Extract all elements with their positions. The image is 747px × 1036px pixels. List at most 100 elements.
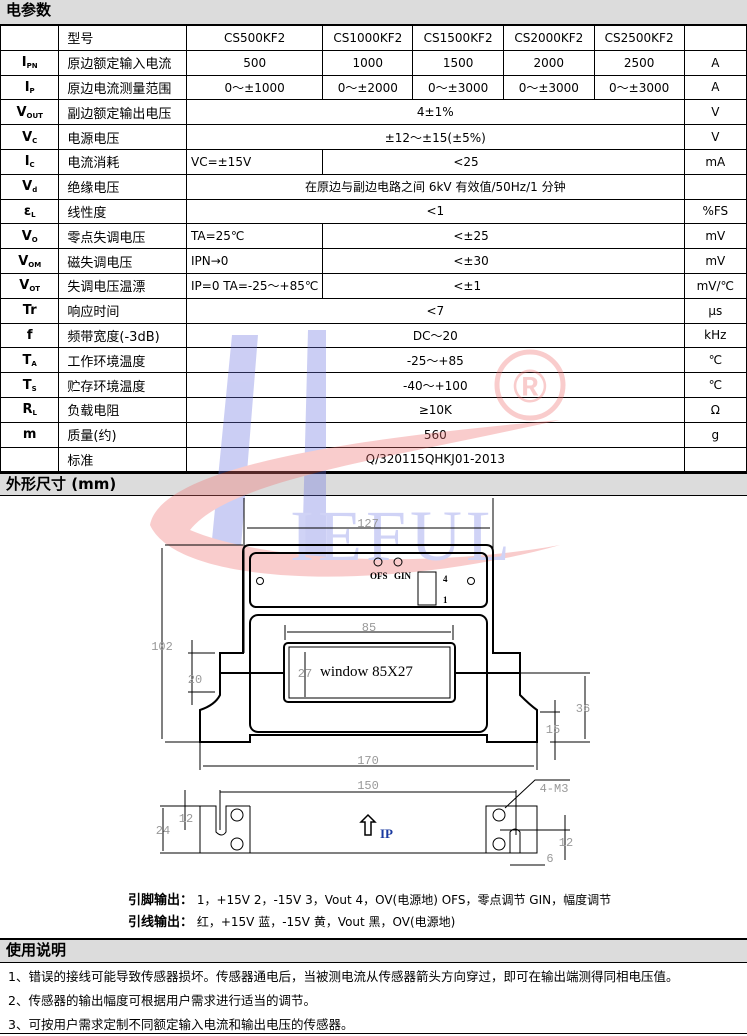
param-value: 0～±2000	[322, 74, 414, 101]
usage-note-2: 2、传感器的输出幅度可根据用户需求进行适当的调节。	[8, 993, 316, 1008]
symbol: TS	[0, 372, 60, 398]
svg-text:window 85X27: window 85X27	[320, 664, 413, 680]
param-condition: TA=25℃	[185, 223, 324, 250]
param-value: 2000	[502, 49, 595, 76]
svg-text:24: 24	[156, 824, 170, 838]
model-name: CS1000KF2	[322, 25, 414, 51]
param-name: 零点失调电压	[58, 223, 187, 250]
param-value: 在原边与副边电路之间 6kV 有效值/50Hz/1 分钟	[185, 173, 685, 200]
symbol: TA	[0, 347, 60, 374]
model-name: CS2000KF2	[502, 25, 595, 51]
svg-text:12: 12	[179, 812, 193, 826]
svg-text:170: 170	[357, 754, 379, 768]
pin-output: 引脚输出： 1，+15V 2，-15V 3，Vout 4，OV(电源地) OFS…	[128, 893, 612, 908]
section-header-dimensions: 外形尺寸 (mm)	[0, 472, 747, 496]
symbol: IC	[0, 148, 60, 175]
param-value: 1500	[412, 49, 504, 76]
param-value: 1000	[322, 49, 414, 76]
param-name: 响应时间	[58, 297, 187, 324]
svg-text:36: 36	[576, 702, 590, 716]
param-unit	[683, 446, 747, 473]
section-header-params: 电参数	[0, 0, 747, 25]
param-unit: μs	[683, 297, 747, 324]
svg-text:27: 27	[298, 667, 312, 681]
param-value: 500	[185, 49, 324, 76]
svg-text:85: 85	[362, 621, 376, 635]
section-header-usage: 使用说明	[0, 938, 747, 963]
param-value: DC～20	[185, 322, 685, 349]
param-name: 绝缘电压	[58, 173, 187, 200]
param-name: 原边电流测量范围	[58, 74, 187, 101]
param-name: 标准	[58, 446, 187, 473]
param-condition: VC=±15V	[185, 148, 324, 175]
usage-note-1: 1、错误的接线可能导致传感器损坏。传感器通电后，当被测电流从传感器箭头方向穿过，…	[8, 969, 679, 984]
param-value: ≥10K	[185, 396, 685, 423]
param-unit	[683, 173, 747, 200]
dimension-drawing: 127 85 102 20 27 36 15 170 150 4-M3 24 1…	[151, 498, 590, 866]
svg-text:IP: IP	[380, 826, 393, 841]
svg-text:GIN: GIN	[394, 571, 412, 581]
symbol: Tr	[0, 297, 60, 324]
param-value: <1	[185, 198, 685, 225]
param-name: 磁失调电压	[58, 248, 187, 274]
bottom-rule	[0, 1033, 747, 1034]
model-name: CS2500KF2	[593, 25, 685, 51]
svg-text:4-M3: 4-M3	[540, 782, 569, 796]
svg-text:4: 4	[443, 574, 448, 584]
symbol: VO	[0, 223, 60, 250]
param-name: 频带宽度(-3dB)	[58, 322, 187, 349]
param-unit: A	[683, 49, 747, 76]
symbol: VC	[0, 124, 60, 150]
usage-note-3: 3、可按用户需求定制不同额定输入电流和输出电压的传感器。	[8, 1017, 354, 1032]
param-value: Q/320115QHKJ01-2013	[185, 446, 685, 473]
param-value: 0～±3000	[502, 74, 595, 101]
svg-text:102: 102	[151, 640, 173, 654]
param-value: ±12～±15(±5%)	[185, 124, 685, 150]
param-value: 0～±3000	[593, 74, 685, 101]
param-unit: mV/℃	[683, 272, 747, 299]
param-unit: kHz	[683, 322, 747, 349]
symbol: VOT	[0, 272, 60, 299]
param-value: -40～+100	[185, 372, 685, 398]
model-name: CS1500KF2	[412, 25, 504, 51]
param-name: 工作环境温度	[58, 347, 187, 374]
svg-text:150: 150	[357, 779, 379, 793]
svg-text:OFS: OFS	[370, 571, 388, 581]
param-name: 贮存环境温度	[58, 372, 187, 398]
param-name: 原边额定输入电流	[58, 49, 187, 76]
param-unit: ℃	[683, 347, 747, 374]
param-name: 副边额定输出电压	[58, 99, 187, 126]
param-name: 失调电压温漂	[58, 272, 187, 299]
param-value: 0～±1000	[185, 74, 324, 101]
symbol: RL	[0, 396, 60, 423]
param-unit: %FS	[683, 198, 747, 225]
svg-text:1: 1	[443, 595, 448, 605]
param-value: 2500	[593, 49, 685, 76]
param-value: <7	[185, 297, 685, 324]
symbol: εL	[0, 198, 60, 225]
svg-text:20: 20	[188, 673, 202, 687]
wire-output: 引线输出： 红，+15V 蓝，-15V 黄，Vout 黑，OV(电源地)	[128, 915, 456, 930]
param-unit: V	[683, 99, 747, 126]
svg-text:12: 12	[559, 836, 573, 850]
svg-text:127: 127	[357, 517, 379, 531]
svg-text:6: 6	[546, 852, 553, 866]
param-unit: Ω	[683, 396, 747, 423]
svg-text:15: 15	[546, 723, 560, 737]
